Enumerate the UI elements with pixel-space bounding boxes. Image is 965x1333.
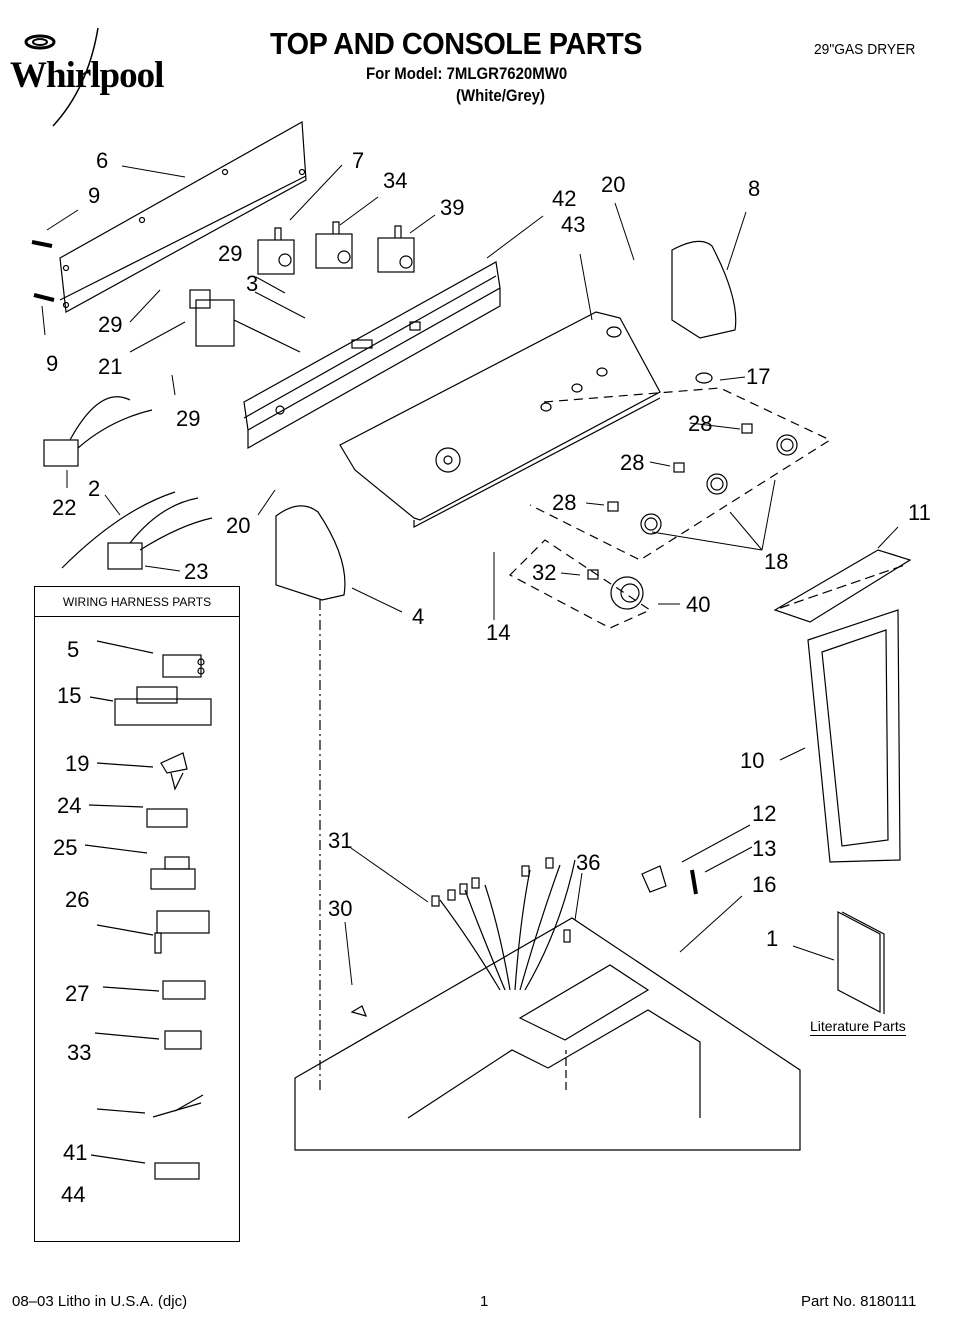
callout-6: 6 xyxy=(96,148,109,173)
harness-item-26: 26 xyxy=(65,887,90,912)
connector-24 xyxy=(88,804,188,828)
callout-9: 9 xyxy=(46,351,59,376)
product-type: 29"GAS DRYER xyxy=(814,41,916,58)
knob-part-40 xyxy=(587,569,644,610)
callout-1: 1 xyxy=(766,926,779,951)
callout-39: 39 xyxy=(440,195,465,220)
cover-part-11 xyxy=(773,549,912,623)
knob-group-outline xyxy=(509,387,832,629)
console-bracket-part-42 xyxy=(243,261,501,450)
callout-7: 7 xyxy=(352,148,365,173)
callout-40: 40 xyxy=(686,592,711,617)
callout-28: 28 xyxy=(620,450,645,475)
logo-swirl-icon xyxy=(24,27,99,127)
callout-11: 11 xyxy=(908,500,931,525)
print-info: 08–03 Litho in U.S.A. (djc) xyxy=(12,1293,188,1310)
harness-item-27: 27 xyxy=(65,981,90,1006)
wire-harness-part-23 xyxy=(61,491,213,570)
connector-33 xyxy=(94,1030,202,1050)
callout-16: 16 xyxy=(752,872,777,897)
knobs-part-18 xyxy=(607,423,798,535)
callout-13: 13 xyxy=(752,836,777,861)
callout-20: 20 xyxy=(601,172,626,197)
screw-part-13 xyxy=(690,869,698,895)
callout-3: 3 xyxy=(246,271,259,296)
rear-panel-part-6 xyxy=(59,121,307,313)
callout-31: 31 xyxy=(328,828,353,853)
callout-12: 12 xyxy=(752,801,777,826)
wire-harness-part-22 xyxy=(43,396,153,467)
callout-18: 18 xyxy=(764,549,789,574)
callout-17: 17 xyxy=(746,364,771,389)
model-number: For Model: 7MLGR7620MW0 xyxy=(366,64,568,83)
top-panel-part-16 xyxy=(294,917,801,1151)
literature-parts-label: Literature Parts xyxy=(810,1018,906,1036)
callout-2: 2 xyxy=(88,476,101,501)
brand-name: Whirlpool xyxy=(10,55,164,96)
callout-9: 9 xyxy=(88,183,101,208)
connector-26 xyxy=(96,910,210,954)
whirlpool-logo: Whirlpool xyxy=(8,18,198,128)
callout-leaders xyxy=(41,164,899,986)
connector-27 xyxy=(102,980,206,1000)
callout-34: 34 xyxy=(383,168,408,193)
callout-42: 42 xyxy=(552,186,577,211)
callout-20: 20 xyxy=(226,513,251,538)
clip-part-12 xyxy=(641,865,667,893)
end-cap-part-4 xyxy=(275,505,346,1090)
literature-part-1 xyxy=(837,911,885,1014)
end-cap-part-8 xyxy=(671,240,737,339)
callout-4: 4 xyxy=(412,604,425,629)
callout-28: 28 xyxy=(552,490,577,515)
wiring-harness-parts-box: WIRING HARNESS PARTS 5 15 19 24 25 26 27… xyxy=(34,586,240,1242)
connector-15 xyxy=(89,686,212,726)
callout-23: 23 xyxy=(184,559,209,584)
harness-item-33: 33 xyxy=(67,1040,92,1065)
clip-part-30 xyxy=(350,1005,368,1017)
connector-44 xyxy=(90,1154,200,1180)
connector-5 xyxy=(96,640,205,678)
callout-8: 8 xyxy=(748,176,761,201)
wire-harness-part-31 xyxy=(431,857,576,991)
connector-25 xyxy=(84,844,196,890)
harness-item-44: 44 xyxy=(61,1182,86,1207)
callout-29: 29 xyxy=(176,406,201,431)
switches xyxy=(257,221,415,275)
door-bracket-part-10 xyxy=(807,609,901,863)
harness-item-15: 15 xyxy=(57,683,82,708)
callout-28: 28 xyxy=(688,411,713,436)
timer-part-21 xyxy=(189,289,301,353)
part-number: Part No. 8180111 xyxy=(801,1293,917,1310)
callout-36: 36 xyxy=(576,850,601,875)
callout-10: 10 xyxy=(740,748,765,773)
callout-30: 30 xyxy=(328,896,353,921)
harness-item-24: 24 xyxy=(57,793,82,818)
harness-item-25: 25 xyxy=(53,835,78,860)
callout-21: 21 xyxy=(98,354,123,379)
harness-item-5: 5 xyxy=(67,637,80,662)
harness-parts-drawing xyxy=(84,640,212,1180)
console-part-43 xyxy=(339,311,661,528)
clip-19 xyxy=(96,752,188,791)
harness-item-41: 41 xyxy=(63,1140,88,1165)
screws-part-9 xyxy=(31,240,55,302)
harness-item-19: 19 xyxy=(65,751,90,776)
page-number: 1 xyxy=(480,1293,489,1310)
lens-part-17 xyxy=(695,372,713,384)
callout-29: 29 xyxy=(98,312,123,337)
callout-43: 43 xyxy=(561,212,586,237)
callout-29: 29 xyxy=(218,241,243,266)
wiring-harness-title: WIRING HARNESS PARTS xyxy=(35,587,239,617)
callout-32: 32 xyxy=(532,560,557,585)
color-variant: (White/Grey) xyxy=(456,86,545,105)
callout-22: 22 xyxy=(52,495,77,520)
terminal-41 xyxy=(96,1094,204,1118)
callout-14: 14 xyxy=(486,620,511,645)
page-title: TOP AND CONSOLE PARTS xyxy=(270,26,643,61)
fitting-part-36 xyxy=(563,929,571,943)
